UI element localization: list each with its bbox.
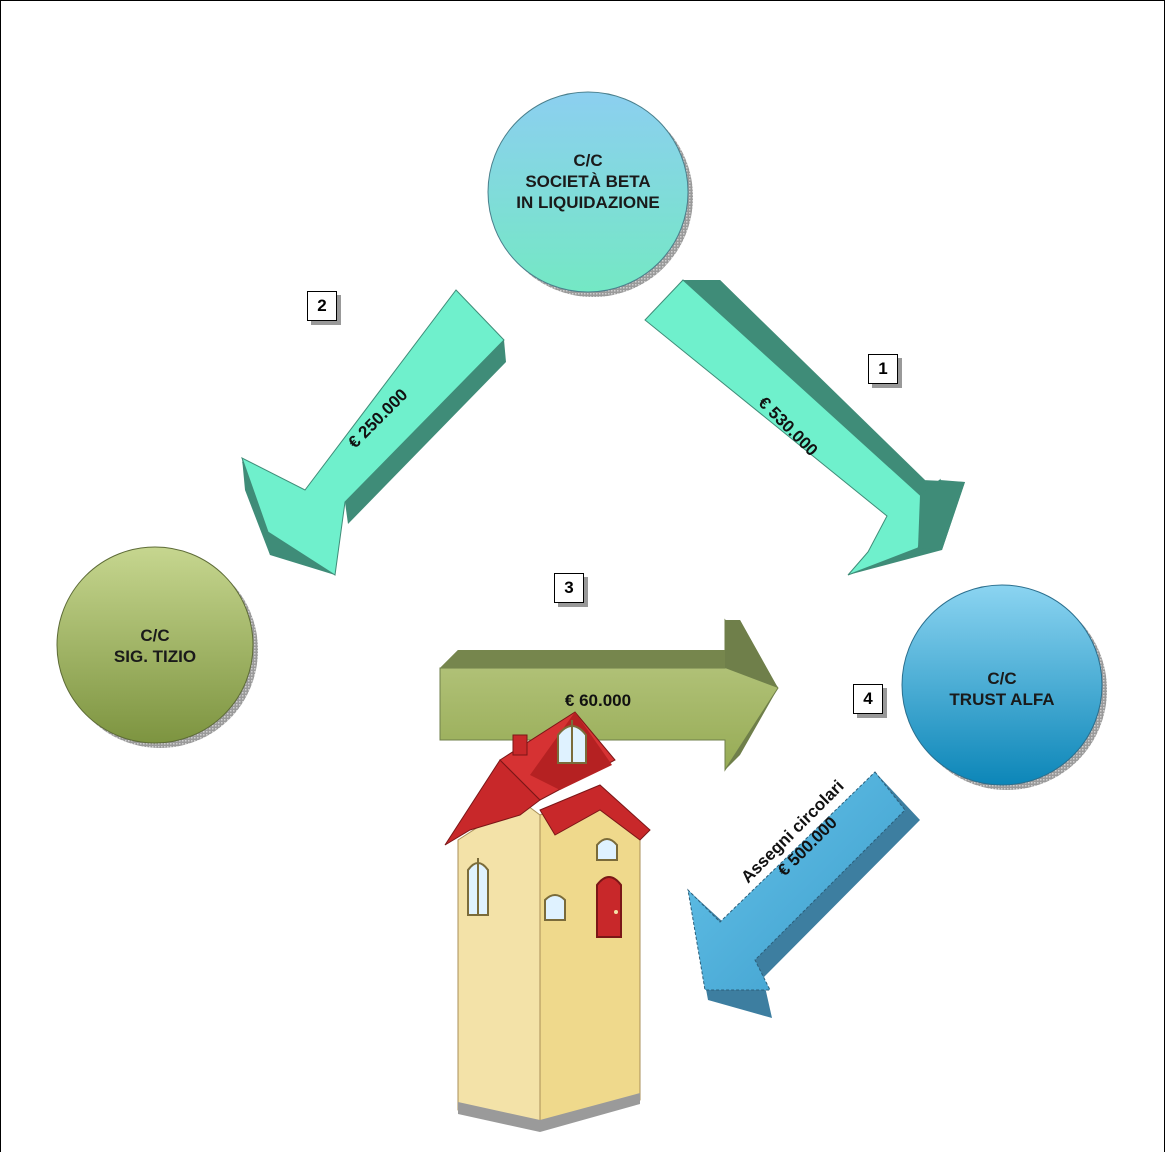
node-alfa-label: C/C TRUST ALFA (932, 668, 1072, 710)
arrow-flow-4 (687, 771, 920, 1018)
node-tizio-line2: SIG. TIZIO (113, 647, 197, 666)
node-beta-label: C/C SOCIETÀ BETA IN LIQUIDAZIONE (508, 150, 668, 213)
step-badge-1: 1 (868, 354, 898, 384)
arrow-flow-1 (644, 279, 965, 576)
node-beta (487, 91, 693, 297)
node-beta-line2: SOCIETÀ BETA (525, 172, 651, 191)
arrow-flow-3 (439, 618, 779, 772)
house-icon (444, 711, 651, 1132)
step-badge-4: 4 (853, 684, 883, 714)
node-beta-line1: C/C (573, 151, 603, 170)
node-tizio (56, 546, 258, 748)
node-alfa-line2: TRUST ALFA (949, 690, 1055, 709)
step-badge-2: 2 (307, 291, 337, 321)
node-alfa (901, 584, 1107, 790)
node-beta-line3: IN LIQUIDAZIONE (516, 193, 660, 212)
step-badge-3: 3 (554, 573, 584, 603)
node-alfa-line1: C/C (987, 669, 1017, 688)
frame-top-border (0, 0, 1165, 1)
arrow-flow-2 (241, 289, 506, 576)
node-tizio-line1: C/C (140, 626, 170, 645)
node-tizio-label: C/C SIG. TIZIO (85, 625, 225, 667)
flow-3-amount: € 60.000 (564, 691, 632, 710)
